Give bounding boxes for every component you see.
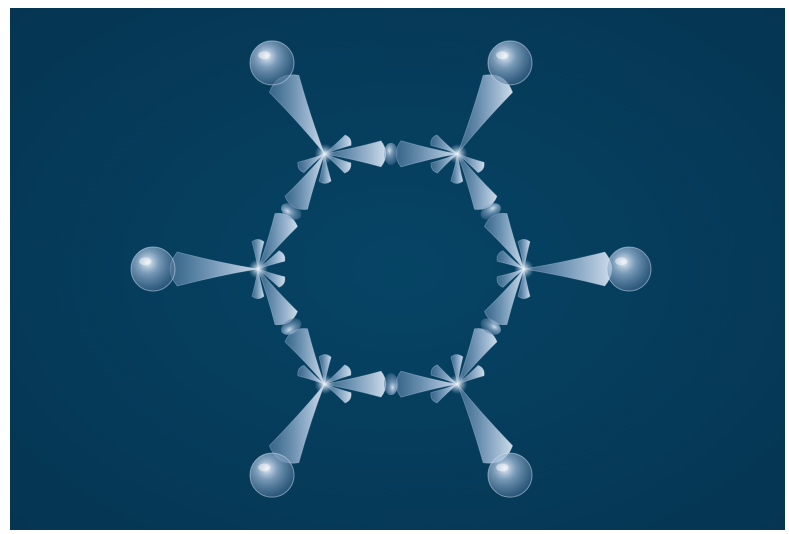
hydrogen-sphere <box>131 247 175 291</box>
background <box>10 8 785 530</box>
bond-midpoint <box>384 373 398 395</box>
hydrogen-sphere-highlight <box>258 463 270 471</box>
hydrogen-sphere-highlight <box>496 51 508 59</box>
carbon-node <box>448 144 468 164</box>
hydrogen-sphere <box>250 41 294 85</box>
carbon-node <box>315 374 335 394</box>
hydrogen-sphere-highlight <box>139 257 151 265</box>
hydrogen-sphere-highlight <box>258 51 270 59</box>
bond-midpoint <box>384 143 398 165</box>
hydrogen-sphere <box>250 453 294 497</box>
hydrogen-sphere <box>488 41 532 85</box>
carbon-node <box>448 374 468 394</box>
carbon-node <box>514 259 534 279</box>
benzene-orbital-illustration <box>10 8 785 530</box>
carbon-node <box>315 144 335 164</box>
hydrogen-sphere-highlight <box>496 463 508 471</box>
carbon-node <box>248 259 268 279</box>
hydrogen-sphere-highlight <box>615 257 627 265</box>
hydrogen-sphere <box>488 453 532 497</box>
hydrogen-sphere <box>607 247 651 291</box>
image-panel <box>10 8 785 530</box>
